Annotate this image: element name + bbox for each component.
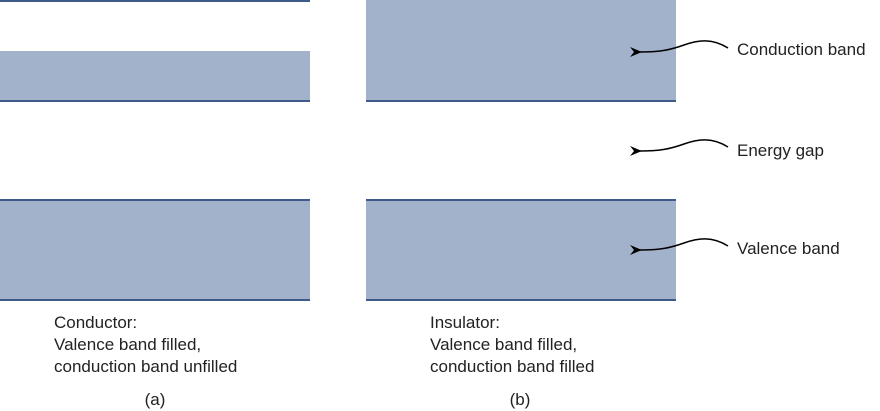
conductor-conduction-band-partial xyxy=(0,51,310,101)
energy-gap-arrow xyxy=(629,139,729,157)
energy-gap-label: Energy gap xyxy=(737,141,824,160)
insulator-caption-line-3: conduction band filled xyxy=(430,357,595,376)
insulator-caption-line-1: Insulator: xyxy=(430,313,500,332)
conductor-valence-band xyxy=(0,201,310,299)
conduction-band-arrow xyxy=(629,40,729,58)
valence-band-arrow xyxy=(629,238,729,256)
conductor-panel xyxy=(0,0,310,301)
insulator-conduction-band xyxy=(366,0,676,100)
insulator-valence-band xyxy=(366,201,676,299)
insulator-caption-line-2: Valence band filled, xyxy=(430,335,578,354)
conductor-caption-line-2: Valence band filled, xyxy=(54,335,202,354)
panel-a-letter: (a) xyxy=(144,390,166,409)
conductor-caption-line-3: conduction band unfilled xyxy=(54,357,238,376)
conductor-caption-line-1: Conductor: xyxy=(54,313,138,332)
insulator-caption: Insulator: Valence band filled, conducti… xyxy=(430,312,594,378)
insulator-panel xyxy=(366,0,676,301)
conductor-caption: Conductor: Valence band filled, conducti… xyxy=(54,312,237,378)
valence-band-label: Valence band xyxy=(737,239,840,258)
conduction-band-label: Conduction band xyxy=(737,40,866,59)
panel-b-letter: (b) xyxy=(509,390,531,409)
